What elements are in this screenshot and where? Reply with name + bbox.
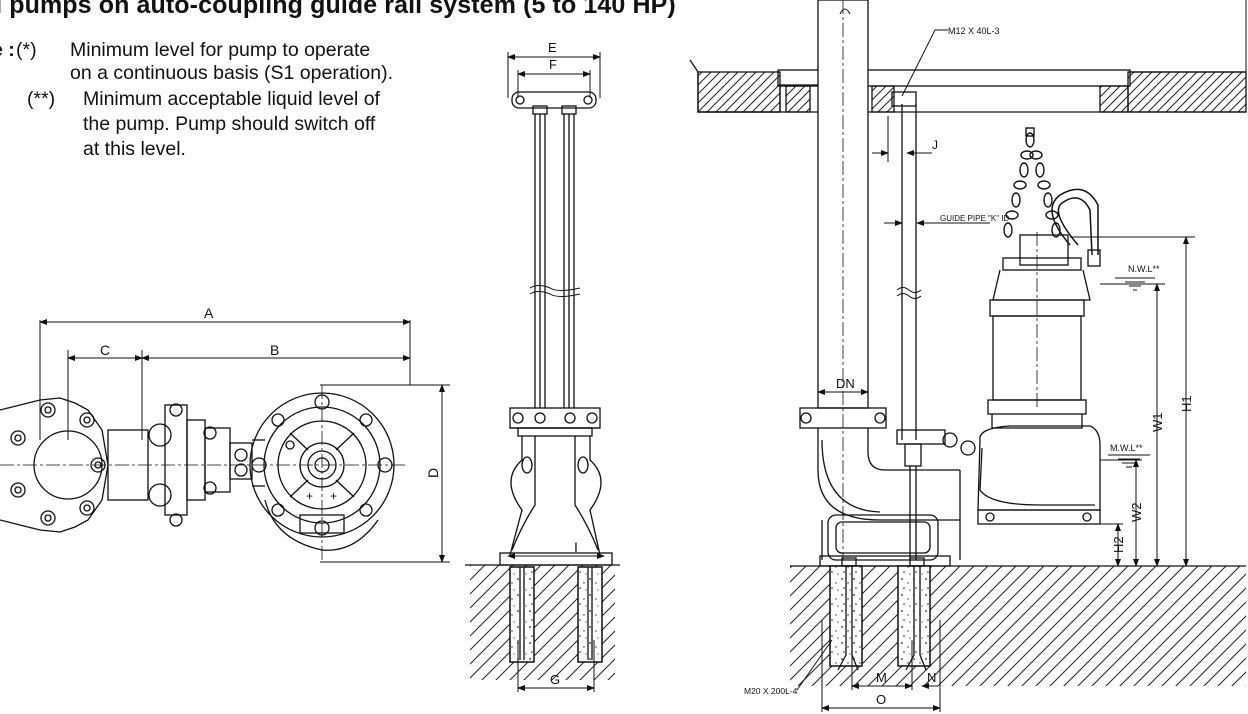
dim-label-a: A: [204, 305, 214, 321]
dim-label-d: D: [425, 468, 441, 478]
callout-nwl: N.W.L**: [1128, 264, 1160, 274]
dim-label-j: J: [932, 138, 938, 152]
note-text: Minimum level for pump to operate: [70, 39, 371, 61]
dim-label-o: O: [876, 692, 886, 707]
note-text: on a continuous basis (S1 operation).: [70, 62, 394, 84]
dim-label-g: G: [550, 672, 560, 687]
svg-text:+: +: [306, 489, 313, 503]
dim-label-i: I: [574, 539, 578, 555]
dim-label-h1: H1: [1179, 395, 1194, 412]
lifting-chain: [1003, 127, 1061, 238]
dim-label-n: N: [927, 670, 936, 685]
dim-label-m: M: [876, 670, 887, 685]
note-marker-single: (*): [16, 39, 37, 61]
section-view: [689, 0, 1247, 712]
note-text: at this level.: [83, 138, 186, 160]
dim-label-h2: H2: [1111, 536, 1126, 553]
note-text: Minimum acceptable liquid level of: [83, 88, 380, 110]
top-view: + +: [0, 319, 450, 563]
flange-bolts: [10, 402, 106, 526]
dim-label-f: F: [549, 57, 557, 72]
note-text: the pump. Pump should switch off: [83, 113, 376, 135]
note-prefix: e :: [0, 39, 15, 61]
dim-label-c: C: [100, 342, 110, 358]
callout-bolt-top: M12 X 40L-3: [948, 26, 1000, 36]
dim-label-b: B: [270, 342, 279, 358]
callout-mwl: M.W.L**: [1110, 443, 1143, 453]
callout-anchor-bolt: M20 X 200L-4: [744, 686, 798, 696]
dim-label-w1: W1: [1150, 413, 1165, 433]
callout-guide-pipe: GUIDE PIPE "K" ID: [940, 214, 1009, 223]
dim-label-w2: W2: [1129, 503, 1144, 523]
side-view: [465, 52, 620, 692]
svg-text:+: +: [330, 489, 337, 503]
dim-label-e: E: [548, 40, 557, 55]
page-title: H pumps on auto-coupling guide rail syst…: [0, 0, 676, 19]
dim-label-dn: DN: [836, 376, 855, 391]
note-marker-double: (**): [27, 88, 56, 110]
